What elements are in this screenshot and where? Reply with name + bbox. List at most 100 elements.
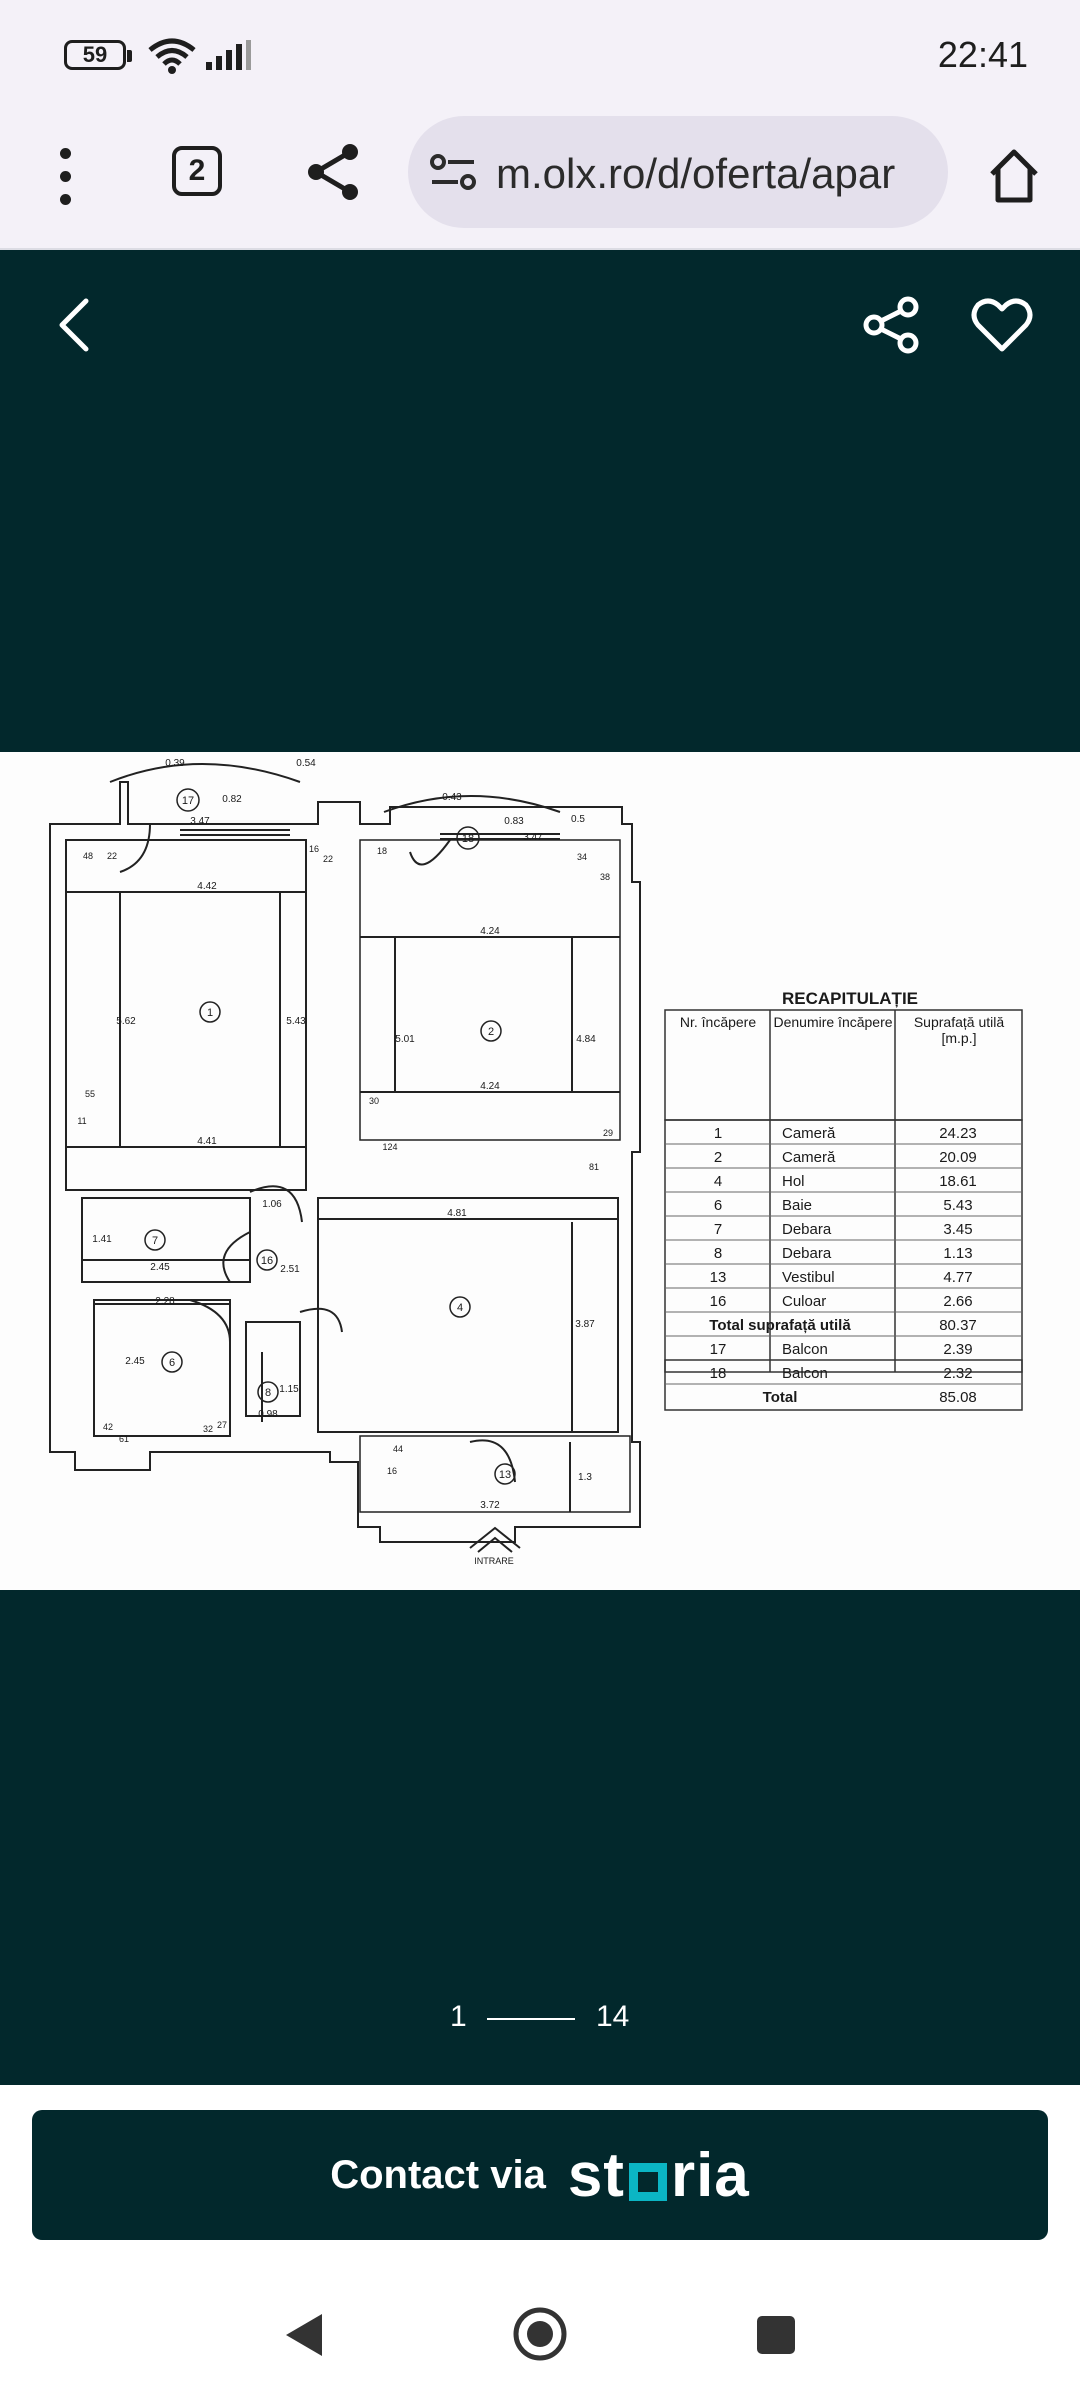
browser-menu-icon[interactable] <box>50 146 82 212</box>
browser-toolbar: 2 m.olx.ro/d/oferta/apar <box>0 110 1080 250</box>
table-cell: 1 <box>714 1125 722 1142</box>
dimension-label: 44 <box>393 1444 403 1454</box>
nav-back-icon[interactable] <box>284 2312 324 2358</box>
dimension-label: 22 <box>323 854 333 864</box>
table-cell: 1.13 <box>943 1245 972 1262</box>
address-bar[interactable]: m.olx.ro/d/oferta/apar <box>408 116 948 228</box>
share-icon[interactable] <box>304 142 364 202</box>
room-number: 17 <box>182 795 194 807</box>
battery-level: 59 <box>82 42 108 67</box>
tab-switcher-button[interactable]: 2 <box>172 146 222 196</box>
dimension-label: 4.24 <box>480 926 500 937</box>
image-gallery[interactable]: 1 2 4 6 7 8 13 16 17 18 0.39 0.54 3.47 0… <box>0 250 1080 2085</box>
nav-recents-icon[interactable] <box>757 2316 795 2354</box>
table-cell: 2 <box>714 1149 722 1166</box>
gallery-photo-floor-plan[interactable]: 1 2 4 6 7 8 13 16 17 18 0.39 0.54 3.47 0… <box>0 752 1080 1590</box>
floor-plan-drawing: 1 2 4 6 7 8 13 16 17 18 0.39 0.54 3.47 0… <box>49 758 1023 1566</box>
nav-home-icon[interactable] <box>512 2306 568 2362</box>
dimension-label: 0.54 <box>296 758 316 769</box>
dimension-label: 2.45 <box>125 1356 145 1367</box>
room-number: 16 <box>261 1255 273 1267</box>
table-cell: Debara <box>782 1245 832 1262</box>
back-arrow-icon[interactable] <box>52 295 102 355</box>
dimension-label: 30 <box>369 1096 379 1106</box>
dimension-label: 2.28 <box>155 1296 175 1307</box>
entrance-label: INTRARE <box>474 1556 514 1566</box>
contact-via-storia-button[interactable]: Contact via st ria <box>32 2110 1048 2240</box>
dimension-label: 5.62 <box>116 1016 136 1027</box>
table-cell: 16 <box>710 1293 727 1310</box>
table-cell: 13 <box>710 1269 727 1286</box>
system-nav-bar <box>0 2262 1080 2400</box>
table-cell: 3.45 <box>943 1221 972 1238</box>
dimension-label: 18 <box>377 846 387 856</box>
table-cell: 18.61 <box>939 1173 977 1190</box>
url-text: m.olx.ro/d/oferta/apar <box>496 150 896 197</box>
table-cell: Culoar <box>782 1293 826 1310</box>
dimension-label: 124 <box>382 1142 397 1152</box>
table-cell: 2.32 <box>943 1365 972 1382</box>
dimension-label: 3.47 <box>523 832 543 843</box>
table-cell: 18 <box>710 1365 727 1382</box>
brand-part: ria <box>670 2140 750 2210</box>
dimension-label: 0.5 <box>571 814 585 825</box>
table-cell: Cameră <box>782 1149 836 1166</box>
subtotal-value: 80.37 <box>939 1317 977 1334</box>
contact-label: Contact via <box>330 2152 546 2197</box>
subtotal-label: Total suprafață utilă <box>709 1317 851 1334</box>
dimension-label: 38 <box>600 872 610 882</box>
recap-title: RECAPITULAȚIE <box>782 989 918 1008</box>
recap-rows: 1 Cameră 24.23 2 Cameră 20.09 4 Hol 18.6… <box>709 1125 976 1406</box>
dimension-label: 16 <box>387 1466 397 1476</box>
dimension-label: 16 <box>309 844 319 854</box>
dimension-label: 61 <box>119 1434 129 1444</box>
favorite-heart-icon[interactable] <box>970 295 1034 355</box>
dimension-label: 1.15 <box>279 1384 299 1395</box>
table-header-area: Suprafață utilă [m.p.] <box>913 1014 1005 1046</box>
dimension-label: 0.83 <box>504 816 524 827</box>
gallery-pager: 1 14 <box>0 2000 1080 2040</box>
table-cell: Debara <box>782 1221 832 1238</box>
home-icon[interactable] <box>984 146 1044 206</box>
dimension-label: 5.43 <box>286 1016 306 1027</box>
table-cell: 6 <box>714 1197 722 1214</box>
table-cell: 2.66 <box>943 1293 972 1310</box>
dimension-label: 34 <box>577 852 587 862</box>
table-cell: 4.77 <box>943 1269 972 1286</box>
dimension-label: 0.43 <box>442 792 462 803</box>
room-number: 7 <box>152 1235 158 1247</box>
table-cell: 4 <box>714 1173 722 1190</box>
dimension-label: 1.06 <box>262 1199 282 1210</box>
table-header-nr: Nr. încăpere <box>679 1014 757 1030</box>
status-bar: 59 22:41 <box>0 0 1080 110</box>
table-cell: Cameră <box>782 1125 836 1142</box>
dimension-label: 0.82 <box>222 794 242 805</box>
dimension-label: 55 <box>85 1089 95 1099</box>
dimension-label: 3.72 <box>480 1500 500 1511</box>
dimension-label: 22 <box>107 851 117 861</box>
dimension-label: 81 <box>589 1162 599 1172</box>
dimension-label: 1.41 <box>92 1234 112 1245</box>
dimension-label: 4.41 <box>197 1136 217 1147</box>
brand-part: st <box>567 2140 625 2210</box>
pager-total: 14 <box>596 2000 630 2033</box>
pager-divider <box>487 2018 575 2020</box>
table-cell: Balcon <box>782 1365 828 1382</box>
table-cell: 24.23 <box>939 1125 977 1142</box>
room-number: 6 <box>169 1357 175 1369</box>
share-icon[interactable] <box>862 295 922 355</box>
dimension-label: 4.42 <box>197 881 217 892</box>
table-cell: 5.43 <box>943 1197 972 1214</box>
room-number: 4 <box>457 1302 463 1314</box>
dimension-label: 1.3 <box>578 1472 592 1483</box>
room-number: 18 <box>462 833 474 845</box>
room-number: 1 <box>207 1007 213 1019</box>
status-time: 22:41 <box>937 34 1028 75</box>
table-cell: Hol <box>782 1173 805 1190</box>
table-cell: 2.39 <box>943 1341 972 1358</box>
cell-signal-icon <box>206 40 251 70</box>
pager-current: 1 <box>450 2000 467 2033</box>
site-settings-icon[interactable] <box>430 154 476 190</box>
dimension-label: 27 <box>217 1420 227 1430</box>
table-cell: 7 <box>714 1221 722 1238</box>
